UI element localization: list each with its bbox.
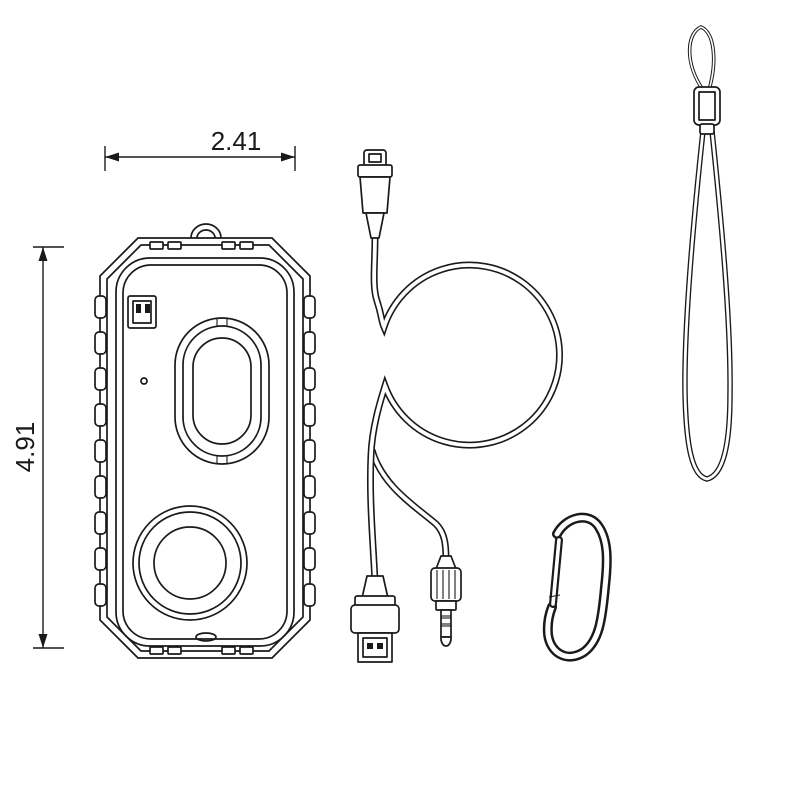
right-grip-ribs — [303, 295, 316, 607]
carabiner-gate-hinge — [548, 594, 561, 598]
wrist-lanyard — [682, 25, 733, 482]
height-dimension: 4.91 — [10, 246, 64, 649]
height-dim-arrow-bottom — [38, 634, 48, 648]
width-dimension-label: 2.41 — [211, 126, 262, 156]
width-dim-arrow-right — [281, 152, 295, 162]
front-panel-inner — [122, 264, 288, 640]
speaker-driver — [132, 505, 248, 621]
height-dim-arrow-top — [38, 247, 48, 261]
width-dim-arrow-left — [105, 152, 119, 162]
hang-loop-outer — [190, 223, 222, 239]
aux-branch-cable — [368, 448, 450, 561]
mic-port — [195, 632, 217, 642]
speaker-front-view — [94, 223, 316, 659]
lanyard-crimp-barrel — [693, 86, 721, 135]
width-dimension: 2.41 — [104, 126, 296, 171]
hang-loop-inner — [196, 229, 216, 239]
bottom-edge-latches — [149, 646, 254, 655]
led-indicator — [140, 377, 148, 385]
clasp-detail — [127, 295, 157, 329]
micro-usb-connector — [357, 149, 393, 239]
button-cluster — [174, 317, 270, 465]
usb-audio-cable — [350, 149, 564, 663]
lanyard-cord-loop — [682, 130, 733, 482]
audio-jack-connector — [430, 555, 462, 647]
carabiner-clip — [542, 512, 612, 662]
left-grip-ribs — [94, 295, 107, 607]
top-edge-latches — [149, 241, 254, 250]
front-panel-outer — [115, 257, 295, 647]
body-outline-inner — [106, 244, 304, 652]
usb-a-connector — [350, 575, 400, 663]
height-dimension-label: 4.91 — [10, 422, 40, 473]
